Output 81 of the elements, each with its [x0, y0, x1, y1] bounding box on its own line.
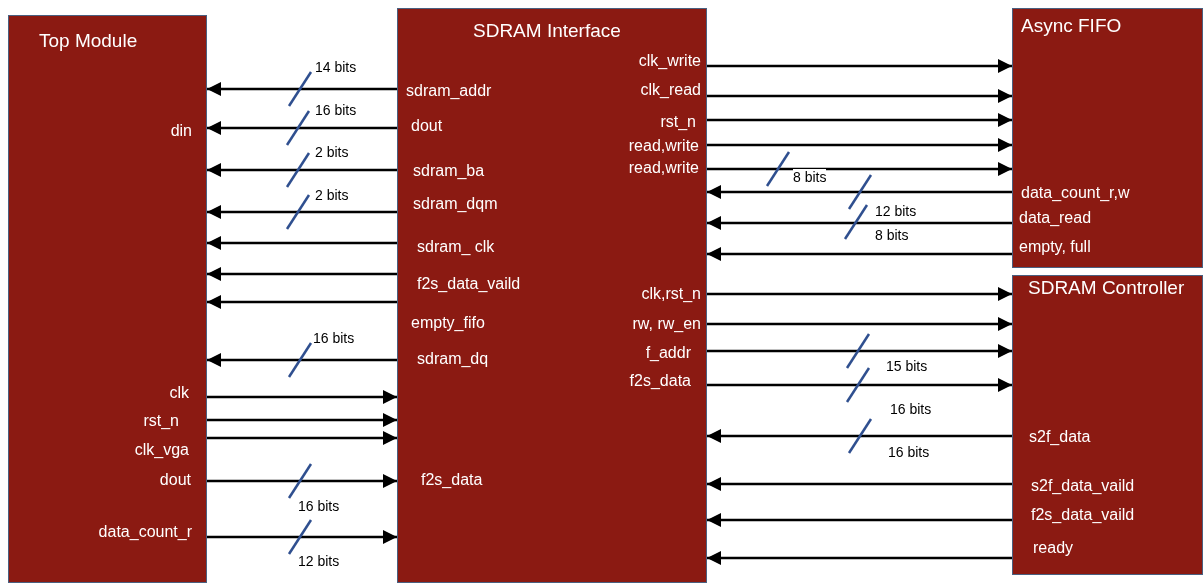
port-name: dout: [159, 471, 191, 489]
port-name: sdram_dqm: [413, 195, 498, 213]
module-block: [1012, 275, 1203, 575]
port-name: din: [170, 122, 192, 140]
arrow: [207, 353, 397, 367]
arrow: [707, 185, 1012, 199]
arrow: [207, 390, 397, 404]
edge-label: 8 bits: [793, 169, 827, 185]
port-name: read,write: [628, 137, 699, 155]
arrow: [707, 247, 1012, 261]
port-name: empty_fifo: [411, 314, 485, 332]
arrow: [207, 431, 397, 445]
arrow: [207, 267, 397, 281]
arrow: [707, 89, 1012, 103]
edge-label: 2 bits: [315, 187, 349, 203]
edge-label: 16 bits: [315, 102, 357, 118]
port-name: sdram_ba: [413, 162, 485, 180]
edge-label: 15 bits: [886, 358, 928, 374]
arrow: [207, 205, 397, 219]
arrow: [707, 477, 1012, 491]
module-title: Top Module: [39, 30, 138, 52]
arrow: [707, 317, 1012, 331]
edge-label: 16 bits: [888, 444, 930, 460]
arrow: [707, 551, 1012, 565]
port-name: clk_vga: [134, 441, 189, 459]
arrow: [207, 121, 397, 135]
module-block: [8, 15, 207, 583]
arrow: [707, 59, 1012, 73]
module-title: SDRAM Interface: [473, 20, 621, 42]
arrow: [207, 236, 397, 250]
port-name: clk_read: [640, 81, 701, 99]
port-name: sdram_ clk: [417, 238, 495, 256]
port-name: f2s_data: [629, 372, 691, 390]
arrow: [707, 429, 1012, 443]
port-name: ready: [1033, 539, 1074, 557]
port-name: read,write: [628, 159, 699, 177]
port-name: rst_n: [143, 412, 179, 430]
arrow: [707, 162, 1012, 176]
port-name: f2s_data_vaild: [417, 275, 521, 293]
port-name: data_count_r,w: [1021, 184, 1130, 202]
port-name: rst_n: [660, 113, 696, 131]
port-name: dout: [411, 117, 443, 135]
port-name: empty, full: [1019, 238, 1091, 256]
port-name: clk_write: [638, 52, 701, 70]
arrow: [707, 216, 1012, 230]
arrow: [707, 113, 1012, 127]
edge-label: 16 bits: [890, 401, 932, 417]
port-name: clk,rst_n: [641, 285, 701, 303]
arrow: [707, 513, 1012, 527]
arrow: [207, 530, 397, 544]
port-name: data_read: [1019, 209, 1092, 227]
edge-label: 2 bits: [315, 144, 349, 160]
arrow: [707, 378, 1012, 392]
port-name: sdram_addr: [406, 82, 492, 100]
arrow: [207, 295, 397, 309]
port-name: f2s_data: [421, 471, 483, 489]
arrow: [207, 413, 397, 427]
module-block: [397, 8, 707, 583]
edge-label: 16 bits: [313, 330, 355, 346]
port-name: f_addr: [645, 344, 691, 362]
arrow: [707, 138, 1012, 152]
edge-label: 14 bits: [315, 59, 357, 75]
edge-label: 16 bits: [298, 498, 340, 514]
edge-label: 12 bits: [875, 203, 917, 219]
edge-label: 12 bits: [298, 553, 340, 569]
module-title: SDRAM Controller: [1028, 277, 1185, 299]
module-title: Async FIFO: [1021, 15, 1122, 37]
port-name: data_count_r: [98, 523, 192, 541]
port-name: f2s_data_vaild: [1031, 506, 1135, 524]
module-block: [1012, 8, 1203, 268]
arrow: [207, 474, 397, 488]
arrow: [207, 163, 397, 177]
port-name: s2f_data: [1029, 428, 1091, 446]
port-name: rw, rw_en: [632, 315, 701, 333]
arrow: [707, 344, 1012, 358]
arrow: [207, 82, 397, 96]
port-name: clk: [169, 384, 189, 402]
port-name: s2f_data_vaild: [1031, 477, 1135, 495]
edge-label: 8 bits: [875, 227, 909, 243]
port-name: sdram_dq: [417, 350, 489, 368]
arrow: [707, 287, 1012, 301]
